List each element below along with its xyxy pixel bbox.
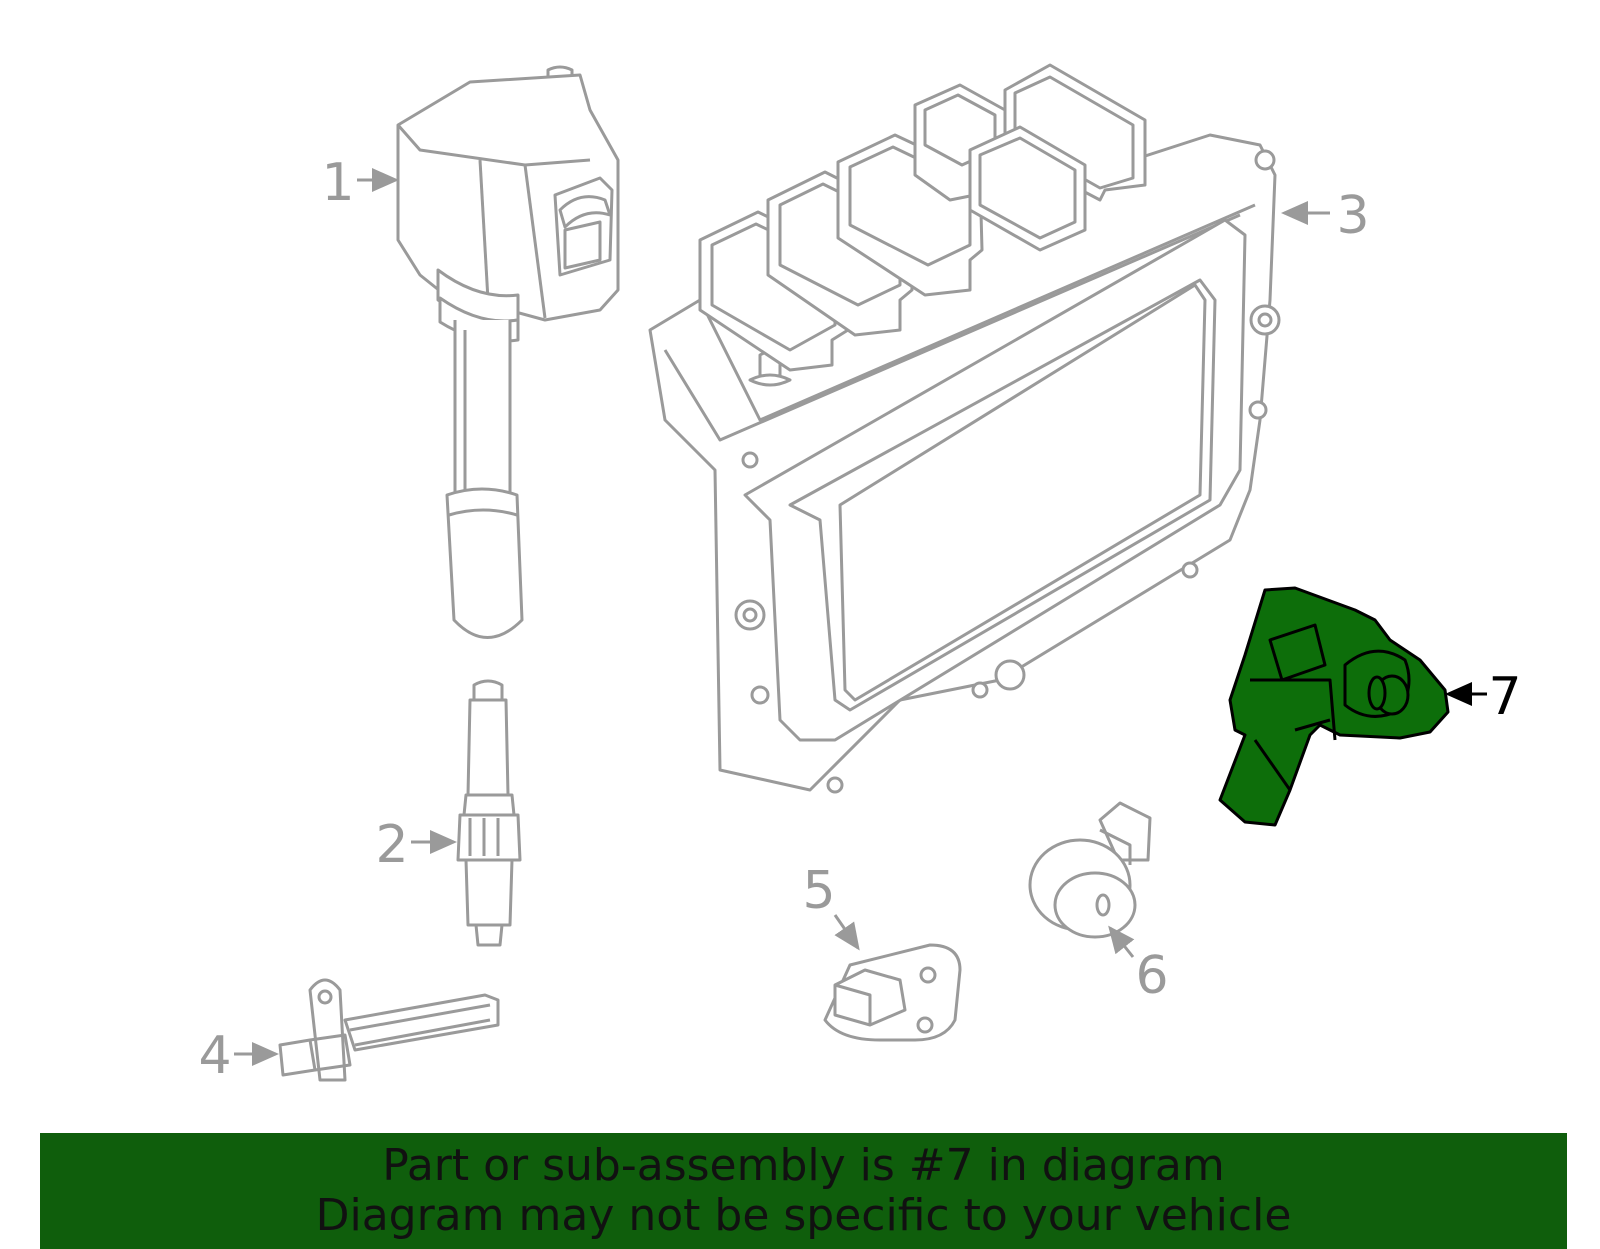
callout-arrow-6 xyxy=(1108,925,1135,958)
info-banner: Part or sub-assembly is #7 in diagram Di… xyxy=(40,1133,1567,1249)
callout-3: 3 xyxy=(1281,186,1370,246)
callout-label-2: 2 xyxy=(375,815,408,875)
callout-label-4: 4 xyxy=(198,1026,231,1086)
callout-label-3: 3 xyxy=(1336,186,1369,246)
banner-line-1: Part or sub-assembly is #7 in diagram xyxy=(382,1140,1225,1191)
camshaft-position-sensor[interactable] xyxy=(823,943,962,1042)
callout-7: 7 xyxy=(1445,667,1522,727)
callout-label-6: 6 xyxy=(1135,946,1168,1006)
callout-1: 1 xyxy=(321,153,399,213)
callout-label-7: 7 xyxy=(1488,667,1521,727)
map-sensor[interactable] xyxy=(1218,586,1450,827)
spark-plug[interactable] xyxy=(456,679,522,947)
knock-sensor[interactable] xyxy=(1028,801,1152,939)
callout-label-5: 5 xyxy=(802,861,835,921)
callout-arrow-5 xyxy=(833,914,860,951)
callout-2: 2 xyxy=(375,815,457,875)
engine-control-module[interactable] xyxy=(648,63,1281,794)
callout-6: 6 xyxy=(1108,925,1169,1006)
banner-line-2: Diagram may not be specific to your vehi… xyxy=(315,1190,1292,1241)
crankshaft-position-sensor[interactable] xyxy=(278,978,500,1082)
callout-5: 5 xyxy=(802,861,860,951)
callout-label-1: 1 xyxy=(321,153,354,213)
callout-4: 4 xyxy=(198,1026,279,1086)
ignition-coil[interactable] xyxy=(396,65,620,639)
